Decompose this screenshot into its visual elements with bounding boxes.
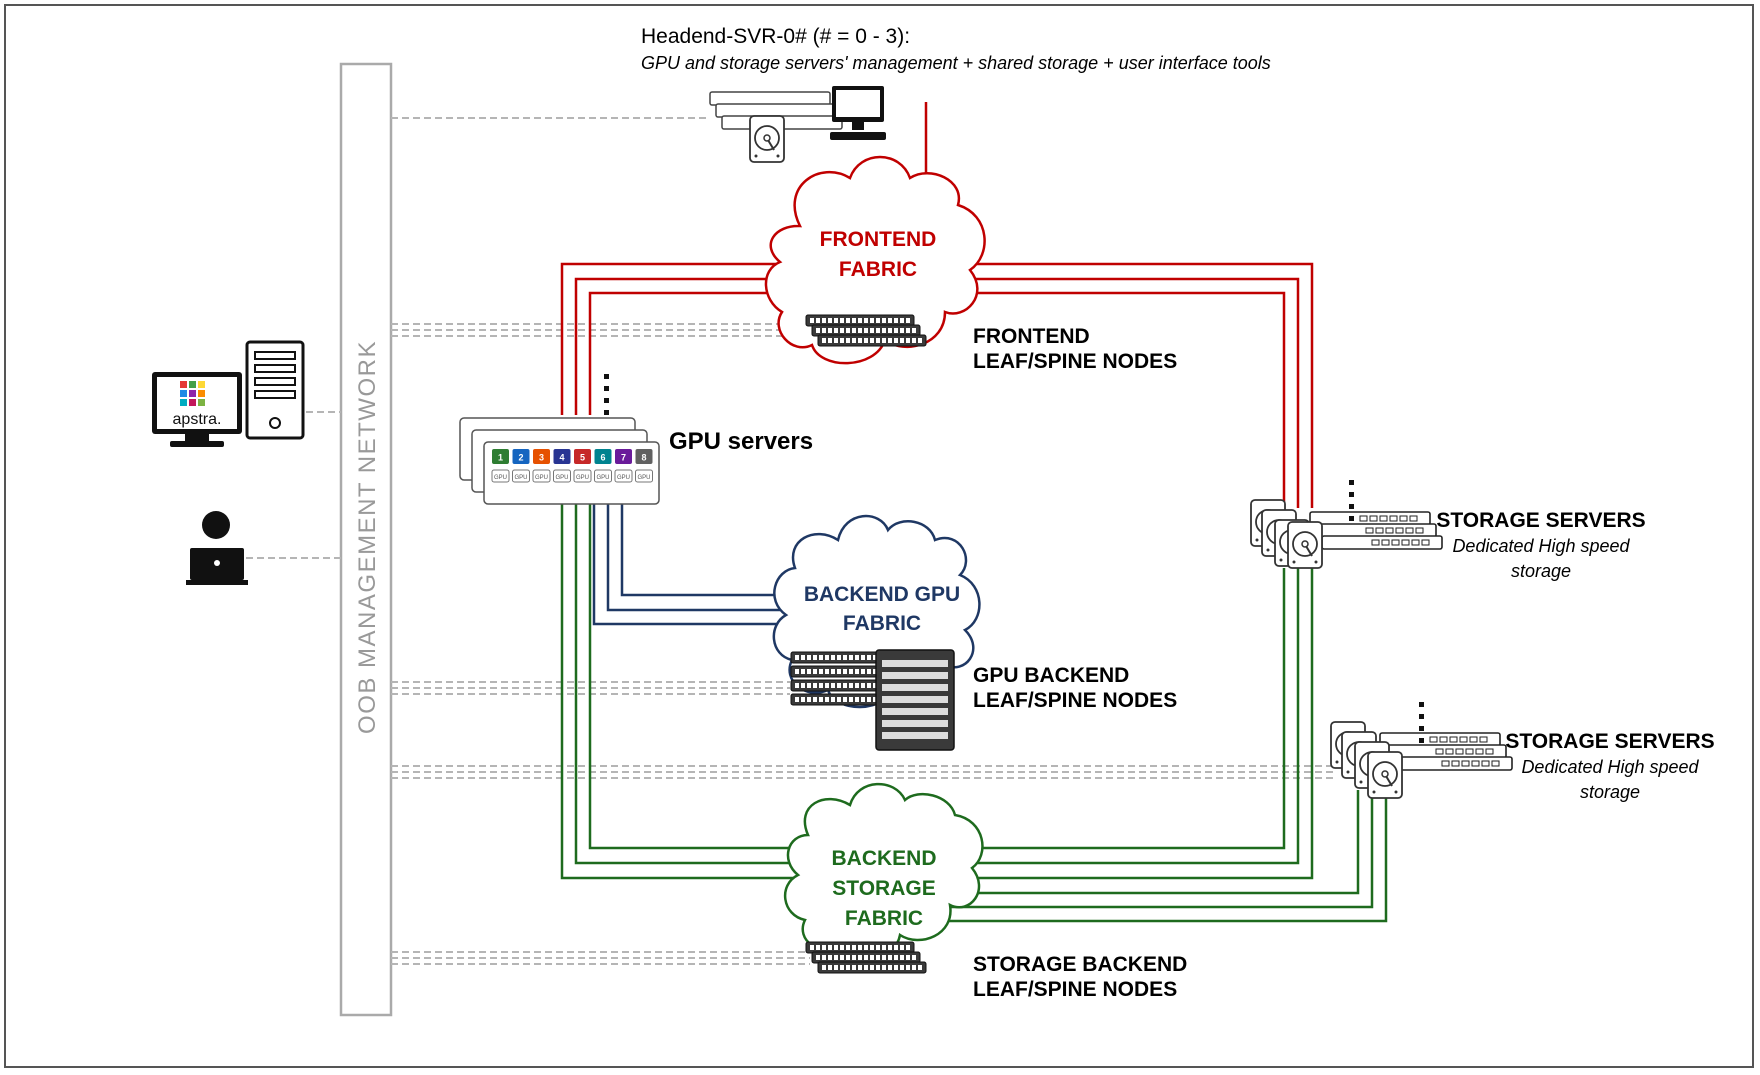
gpu-slot-5	[574, 449, 591, 464]
gpu-slot-number: 2	[518, 453, 523, 463]
gpu-slot-2	[512, 449, 530, 464]
gpu-tag-box	[635, 469, 653, 483]
headend-server-rack	[709, 91, 843, 163]
headend-title: Headend-SVR-0# (# = 0 - 3):	[641, 25, 910, 48]
gpu-slot-4	[553, 449, 571, 464]
gpu-slot-6	[594, 449, 612, 464]
gpu-tag-box	[573, 469, 592, 483]
gpu-backend-nodes-label-1: GPU BACKEND	[973, 664, 1129, 687]
gpu-tag: GPU	[555, 475, 568, 481]
storage-backend-nodes-label-1: STORAGE BACKEND	[973, 953, 1187, 976]
backend-gpu-chassis	[875, 649, 955, 751]
gpu-tag: GPU	[637, 475, 650, 481]
gpu-slot-number: 1	[498, 453, 503, 463]
gpu-servers-label: GPU servers	[669, 428, 813, 455]
gpu-slot-number: 6	[600, 453, 605, 463]
gpu-ellipsis	[604, 374, 609, 415]
gpu-slot-3	[533, 449, 550, 464]
backend-gpu-cloud-label-1: BACKEND GPU	[804, 583, 960, 606]
frontend-switch-stack	[805, 314, 927, 347]
storage-a-title: STORAGE SERVERS	[1436, 509, 1645, 532]
gpu-tag-box	[491, 469, 510, 483]
gpu-slot-1	[492, 449, 509, 464]
frontend-cloud-label-1: FRONTEND	[820, 228, 937, 251]
frontend-nodes-label-2: LEAF/SPINE NODES	[973, 350, 1177, 373]
backend-storage-switch-stack	[805, 941, 927, 974]
storage-b-title: STORAGE SERVERS	[1505, 730, 1714, 753]
storage-b-desc-1: Dedicated High speed	[1521, 757, 1699, 777]
backend-gpu-cloud-label-2: FABRIC	[843, 612, 921, 635]
gpu-tag: GPU	[514, 475, 527, 481]
headend-monitor-icon	[830, 86, 886, 140]
apstra-logo-icon	[180, 381, 205, 406]
gpu-slot-7	[615, 449, 632, 464]
gpu-tag: GPU	[596, 475, 609, 481]
storage-b-desc-2: storage	[1580, 782, 1640, 802]
gpu-slot-8	[635, 449, 653, 464]
gpu-tag-box	[614, 469, 633, 483]
gpu-slot-number: 5	[580, 453, 585, 463]
oob-management-label: OOB MANAGEMENT NETWORK	[354, 340, 381, 734]
storage-a-desc-1: Dedicated High speed	[1452, 536, 1630, 556]
gpu-tag: GPU	[535, 475, 548, 481]
apstra-logo-text: apstra.	[173, 411, 222, 428]
headend-subtitle: GPU and storage servers' management + sh…	[641, 53, 1271, 73]
frontend-nodes-label-1: FRONTEND	[973, 325, 1090, 348]
gpu-slot-number: 3	[539, 453, 544, 463]
apstra-workstation	[152, 372, 242, 447]
gpu-backend-nodes-label-2: LEAF/SPINE NODES	[973, 689, 1177, 712]
storage-a-desc-2: storage	[1511, 561, 1571, 581]
gpu-tag: GPU	[494, 475, 507, 481]
backend-storage-cloud-label-3: FABRIC	[845, 907, 923, 930]
apstra-server-tower-icon	[245, 340, 305, 440]
gpu-tag-box	[512, 469, 530, 483]
oob-management-bar	[339, 62, 393, 1017]
gpu-tag: GPU	[576, 475, 589, 481]
storage-backend-nodes-label-2: LEAF/SPINE NODES	[973, 978, 1177, 1001]
gpu-slot-number: 7	[621, 453, 626, 463]
frontend-cloud	[764, 155, 986, 365]
backend-storage-cloud	[783, 782, 984, 960]
gpu-tag-box	[594, 469, 612, 483]
backend-storage-cloud-label-2: STORAGE	[832, 877, 935, 900]
gpu-slot-number: 8	[641, 453, 646, 463]
gpu-tag-box	[532, 469, 551, 483]
backend-gpu-links	[592, 500, 800, 626]
gpu-slot-number: 4	[559, 453, 564, 463]
backend-storage-cloud-label-1: BACKEND	[832, 847, 937, 870]
frontend-cloud-label-2: FABRIC	[839, 258, 917, 281]
gpu-tag: GPU	[617, 475, 630, 481]
user-laptop-icon	[186, 511, 248, 585]
gpu-tag-box	[553, 469, 571, 483]
storage-b-ellipsis	[1419, 702, 1424, 743]
storage-a-ellipsis	[1349, 480, 1354, 521]
